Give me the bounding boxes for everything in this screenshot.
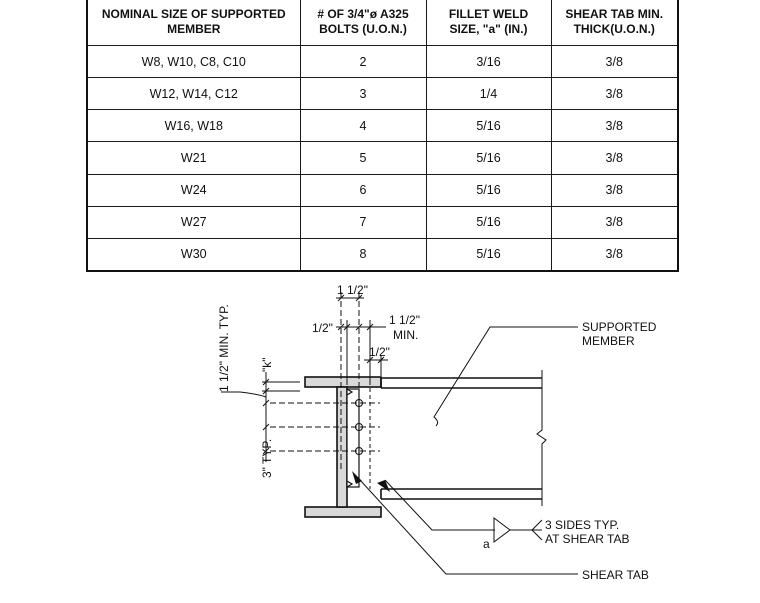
dim-edge-distance: 1 1/2" MIN. TYP. [217, 304, 231, 392]
dim-k: "k" [260, 357, 274, 372]
cell-size: W24 [86, 173, 301, 207]
dim-half-left: 1/2" [312, 321, 333, 335]
label-supported-member-2: MEMBER [582, 334, 635, 348]
leader-supported-member [433, 326, 578, 427]
label-weld-size: a [483, 537, 490, 551]
cell-bolts: 6 [299, 173, 427, 207]
cell-size: W8, W10, C8, C10 [86, 44, 301, 79]
cell-size: W16, W18 [86, 109, 301, 143]
dim-top: 1 1/2" [337, 283, 368, 297]
dim-half-right: 1/2" [369, 345, 390, 359]
weld-symbol [493, 517, 511, 543]
cell-bolts: 4 [299, 109, 427, 143]
dim-bolt-spacing: 3" TYP. [260, 439, 274, 478]
cell-size: W30 [86, 237, 301, 272]
cell-bolts: 7 [299, 205, 427, 239]
cell-weld: 1/4 [425, 77, 552, 111]
label-supported-member-1: SUPPORTED [582, 320, 657, 334]
header-shear-tab: SHEAR TAB MIN.THICK(U.O.N.) [550, 0, 679, 46]
label-shear-tab: SHEAR TAB [582, 568, 649, 582]
supported-member-beam [380, 377, 542, 500]
cell-bolts: 8 [299, 237, 427, 272]
cell-bolts: 5 [299, 141, 427, 175]
cell-weld: 5/16 [425, 109, 552, 143]
label-weld-note-2: AT SHEAR TAB [545, 532, 629, 546]
cell-bolts: 2 [299, 44, 427, 79]
leader-weld-note [384, 479, 495, 531]
bolts [270, 399, 380, 455]
cell-weld: 5/16 [425, 205, 552, 239]
dim-min-2: MIN. [393, 328, 418, 342]
cell-tab: 3/8 [550, 109, 679, 143]
break-line [536, 370, 547, 506]
dim-min-1: 1 1/2" [389, 313, 420, 327]
cell-tab: 3/8 [550, 205, 679, 239]
cell-size: W27 [86, 205, 301, 239]
label-weld-note-1: 3 SIDES TYP. [545, 518, 619, 532]
cell-tab: 3/8 [550, 77, 679, 111]
cell-size: W12, W14, C12 [86, 77, 301, 111]
cell-tab: 3/8 [550, 237, 679, 272]
leader-shear-tab [359, 479, 578, 575]
cell-weld: 3/16 [425, 44, 552, 79]
